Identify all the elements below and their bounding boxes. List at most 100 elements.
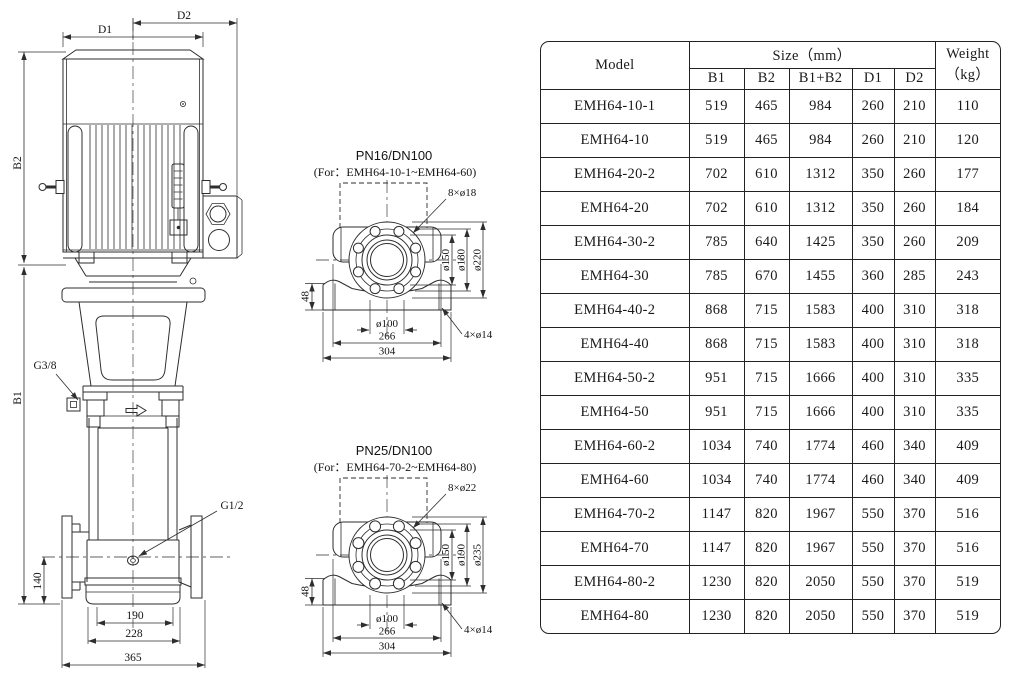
table-row: EMH64-80 1230 820 2050 550 370 519 [541, 598, 1000, 633]
dim-label-140: 140 [32, 572, 44, 590]
cell-d1: 400 [851, 360, 895, 396]
cell-d1: 350 [851, 156, 895, 192]
table-row: EMH64-20-2 702 610 1312 350 260 177 [541, 156, 1000, 192]
cell-weight: 209 [934, 224, 1000, 260]
cell-d1: 550 [851, 496, 895, 532]
cell-b1: 785 [688, 224, 745, 260]
cell-d2: 310 [893, 292, 936, 328]
cell-b1: 519 [688, 88, 745, 124]
col-header-weight: Weight （kg） [934, 42, 1000, 90]
cell-weight: 519 [934, 564, 1000, 600]
port-label-g38: G3/8 [34, 360, 57, 372]
eye-bolt-left [38, 180, 65, 194]
model-cell: EMH64-40 [541, 326, 690, 362]
cell-b2: 715 [743, 326, 790, 362]
cell-b1: 951 [688, 360, 745, 396]
cell-d2: 260 [893, 156, 936, 192]
table-row: EMH64-40 868 715 1583 400 310 318 [541, 326, 1000, 362]
cell-d1: 260 [851, 88, 895, 124]
cell-weight: 335 [934, 394, 1000, 430]
model-cell: EMH64-30-2 [541, 224, 690, 260]
cell-b2: 740 [743, 462, 790, 498]
cell-b1: 1230 [688, 564, 745, 600]
model-cell: EMH64-60 [541, 462, 690, 498]
flange-title: PN25/DN100 [356, 443, 433, 458]
cell-d2: 340 [893, 462, 936, 498]
cell-d1: 360 [851, 258, 895, 294]
flange-view-pn25: PN25/DN100 (For：EMH64-70-2~EMH64-80) ø15… [300, 443, 493, 657]
cell-b1: 1230 [688, 598, 745, 633]
cell-b1: 519 [688, 122, 745, 158]
cell-weight: 318 [934, 292, 1000, 328]
cell-b1b2: 1312 [788, 190, 853, 226]
cell-b1: 1147 [688, 530, 745, 566]
table-row: EMH64-60-2 1034 740 1774 460 340 409 [541, 428, 1000, 464]
col-header-b2: B2 [743, 67, 790, 90]
cell-b2: 465 [743, 88, 790, 124]
cell-b2: 610 [743, 156, 790, 192]
model-cell: EMH64-50-2 [541, 360, 690, 396]
cell-d1: 550 [851, 530, 895, 566]
cell-b1: 702 [688, 190, 745, 226]
dim-label-228: 228 [125, 628, 143, 640]
model-cell: EMH64-80-2 [541, 564, 690, 600]
dim-label-b2: B2 [12, 156, 24, 170]
cell-d2: 370 [893, 496, 936, 532]
dim-label-304: 304 [379, 346, 396, 358]
cell-d1: 350 [851, 224, 895, 260]
cell-b1b2: 2050 [788, 598, 853, 633]
dim-label-48: 48 [300, 291, 312, 303]
dim-label-48: 48 [300, 586, 312, 598]
cell-b1: 785 [688, 258, 745, 294]
dim-label-boltholes: 8×ø18 [448, 187, 477, 199]
model-cell: EMH64-70 [541, 530, 690, 566]
dim-label-dia180: ø180 [456, 249, 468, 272]
table-row: EMH64-70-2 1147 820 1967 550 370 516 [541, 496, 1000, 532]
dim-label-slots: 4×ø14 [464, 329, 493, 341]
flange-title: PN16/DN100 [356, 148, 433, 163]
cell-weight: 318 [934, 326, 1000, 362]
cell-b1: 1147 [688, 496, 745, 532]
col-header-b1b2: B1+B2 [788, 67, 853, 90]
table-row: EMH64-70 1147 820 1967 550 370 516 [541, 530, 1000, 566]
cell-d2: 210 [893, 88, 936, 124]
col-header-d1: D1 [851, 67, 895, 90]
model-cell: EMH64-10-1 [541, 88, 690, 124]
cell-weight: 243 [934, 258, 1000, 294]
dim-label-bore: ø100 [376, 318, 399, 330]
model-cell: EMH64-20-2 [541, 156, 690, 192]
cell-weight: 516 [934, 530, 1000, 566]
model-cell: EMH64-20 [541, 190, 690, 226]
dim-label-dia235: ø235 [472, 544, 484, 567]
cell-b1b2: 1312 [788, 156, 853, 192]
table-row: EMH64-50 951 715 1666 400 310 335 [541, 394, 1000, 430]
cell-d2: 310 [893, 326, 936, 362]
terminal-box [202, 195, 243, 259]
cell-d1: 350 [851, 190, 895, 226]
cell-b1: 1034 [688, 462, 745, 498]
cell-d2: 285 [893, 258, 936, 294]
cell-b1: 702 [688, 156, 745, 192]
dim-label-slots: 4×ø14 [464, 624, 493, 636]
cell-d1: 400 [851, 326, 895, 362]
dim-label-dia220: ø220 [472, 249, 484, 272]
dim-label-d2: D2 [177, 10, 191, 22]
model-cell: EMH64-60-2 [541, 428, 690, 464]
bolt-holes [352, 225, 422, 295]
table-row: EMH64-10 519 465 984 260 210 120 [541, 122, 1000, 158]
table-row: EMH64-30-2 785 640 1425 350 260 209 [541, 224, 1000, 260]
dim-label-266: 266 [379, 331, 396, 343]
cell-b1b2: 1774 [788, 462, 853, 498]
cell-b2: 670 [743, 258, 790, 294]
cell-b2: 715 [743, 394, 790, 430]
eye-bolt-right [201, 180, 227, 194]
cell-b1b2: 1425 [788, 224, 853, 260]
col-header-model: Model [541, 42, 690, 90]
cell-b1b2: 1583 [788, 292, 853, 328]
dim-label-266: 266 [379, 626, 396, 638]
model-cell: EMH64-70-2 [541, 496, 690, 532]
model-cell: EMH64-30 [541, 258, 690, 294]
cell-b1b2: 1967 [788, 530, 853, 566]
table-row: EMH64-40-2 868 715 1583 400 310 318 [541, 292, 1000, 328]
